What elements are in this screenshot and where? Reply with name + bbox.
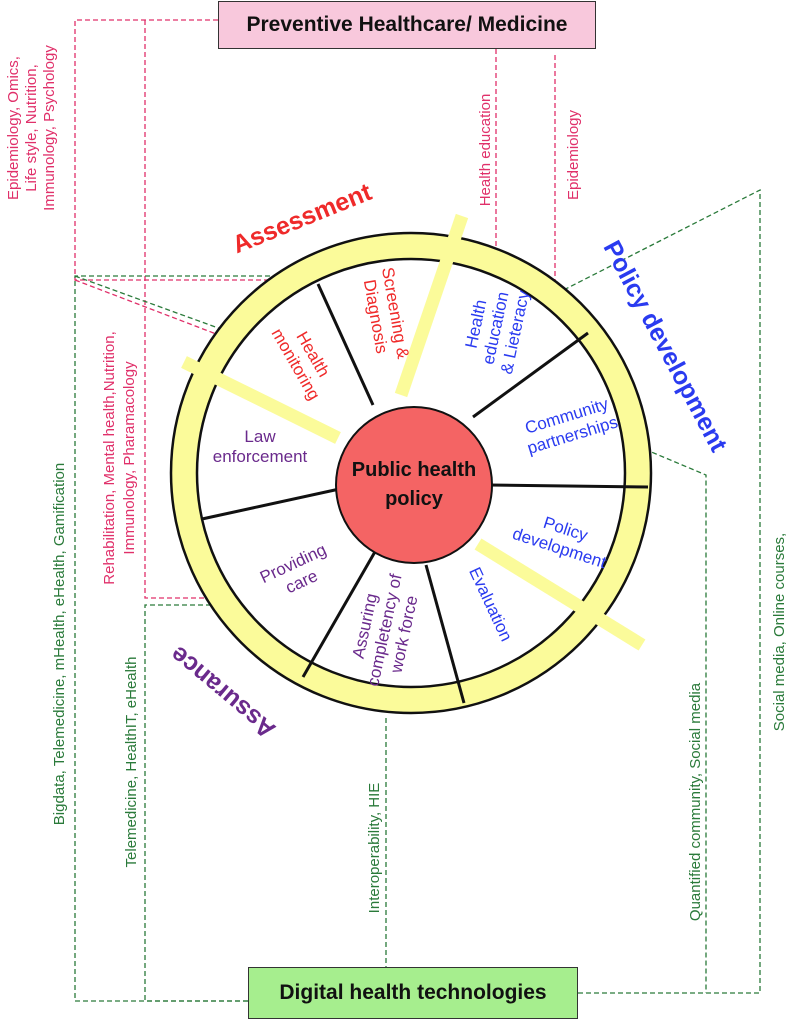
bigdata-label: Bigdata, Telemedicine, mHealth, eHealth,… — [51, 463, 68, 825]
social-media-label: Social media, Online courses, — [771, 533, 788, 731]
preventive-fields-label: Epidemiology, Omics, Life style, Nutriti… — [5, 45, 58, 211]
digital-health-box: Digital health technologies — [248, 967, 578, 1019]
side-label: Epidemiology, Omics, — [5, 56, 22, 200]
yellow-dividers — [181, 213, 646, 651]
interoperability-label: Interoperability, HIE — [366, 783, 383, 914]
side-label: Life style, Nutrition, — [23, 64, 40, 192]
quantified-label: Quantified community, Social media — [687, 682, 704, 921]
center-label: Public health — [352, 459, 476, 481]
segment-label: enforcement — [213, 447, 308, 466]
side-label: Rehabilitation, Mental health,Nutrition, — [101, 331, 118, 584]
rehab-label: Rehabilitation, Mental health,Nutrition,… — [101, 331, 138, 584]
center-label: policy — [385, 488, 444, 510]
side-label: Immunology, Psychology — [41, 45, 58, 211]
preventive-healthcare-box: Preventive Healthcare/ Medicine — [218, 1, 596, 49]
segment-label: Law — [244, 427, 276, 446]
segment-law: Law enforcement — [213, 427, 308, 466]
telemedicine-label: Telemedicine, HealthIT, eHealth — [123, 657, 140, 868]
health-education-label: Health education — [477, 94, 494, 207]
epidemiology-label: Epidemiology — [565, 109, 582, 200]
segment-health-education: Health education & Lieteracy — [462, 288, 534, 376]
wheel-spokes — [201, 283, 649, 704]
side-label: Immunology, Pharamacology — [121, 361, 138, 555]
center-hub — [335, 406, 493, 564]
